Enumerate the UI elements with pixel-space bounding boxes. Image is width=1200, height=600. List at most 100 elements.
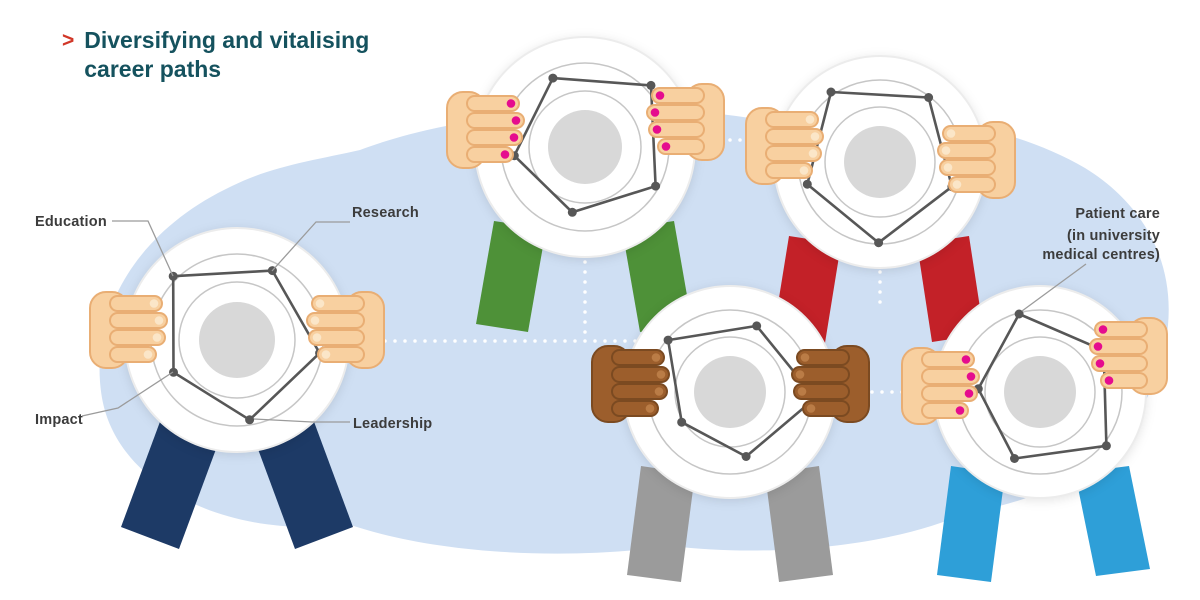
finger: [765, 145, 822, 162]
finger: [657, 138, 705, 155]
radar-vertex: [1010, 454, 1019, 463]
hand: [646, 83, 725, 161]
finger: [466, 95, 520, 112]
hand: [306, 291, 385, 369]
finger: [109, 329, 166, 346]
finger: [109, 346, 157, 363]
finger: [109, 295, 163, 312]
finger: [921, 351, 975, 368]
finger: [1089, 338, 1148, 355]
fingernail: [966, 372, 976, 381]
radar-plate-3: [773, 55, 987, 269]
finger: [796, 349, 850, 366]
sleeve-gray-right: [765, 466, 833, 582]
finger: [802, 400, 850, 417]
radar-polygon: [171, 269, 321, 422]
finger: [765, 162, 813, 179]
finger: [648, 121, 705, 138]
axis-label-patient-care-1: Patient care: [1075, 206, 1160, 222]
finger: [311, 295, 365, 312]
fingernail: [661, 142, 671, 151]
finger: [939, 159, 996, 176]
fingernail: [799, 166, 809, 175]
radar-vertex: [548, 73, 558, 83]
fingernail: [645, 404, 655, 413]
axis-label-impact: Impact: [35, 412, 83, 428]
fingernail: [955, 406, 965, 415]
fingernail: [1098, 325, 1108, 334]
hand: [791, 345, 870, 423]
finger: [921, 368, 980, 385]
plate-ring-inner: [528, 90, 642, 204]
fingernail: [149, 299, 159, 308]
radar-vertex: [924, 93, 934, 102]
sleeve-gray-left: [627, 466, 695, 582]
fingernail: [509, 133, 519, 142]
fingernail: [810, 132, 820, 141]
finger: [793, 383, 850, 400]
title-line-1: Diversifying and vitalising: [84, 27, 370, 53]
fingernail: [656, 370, 666, 379]
radar-vertex: [169, 367, 178, 377]
fingernail: [655, 91, 665, 100]
radar-vertex: [1014, 309, 1024, 319]
finger: [1091, 355, 1148, 372]
leadership-leader-line: [253, 418, 350, 423]
radar-vertex: [677, 417, 687, 427]
fingernail: [152, 333, 162, 342]
sleeve-green-left: [476, 221, 546, 332]
finger: [921, 385, 978, 402]
axis-label-patient-care-3: medical centres): [1042, 247, 1160, 263]
finger: [109, 312, 168, 329]
finger: [646, 104, 705, 121]
axis-label-education: Education: [35, 214, 107, 230]
axis-label-research: Research: [352, 205, 419, 221]
finger: [306, 312, 365, 329]
hands-layer: [89, 83, 1168, 425]
finger: [651, 87, 705, 104]
hand: [89, 291, 168, 369]
fingernail: [321, 350, 331, 359]
finger: [317, 346, 365, 363]
impact-leader-line: [81, 371, 174, 417]
fingernail: [961, 355, 971, 364]
plate-ring-inner: [984, 336, 1096, 448]
finger: [611, 383, 668, 400]
sleeve-navy-right: [255, 419, 353, 549]
hand: [446, 91, 525, 169]
radar-plate-4: [623, 285, 837, 499]
plate-ring-inner: [824, 106, 936, 218]
sleeve-navy-left: [121, 419, 219, 549]
fingernail: [795, 370, 805, 379]
plate-center: [844, 126, 916, 198]
finger: [791, 366, 850, 383]
fingernail: [506, 99, 516, 108]
axis-label-patient-care-2: (in university: [1067, 228, 1160, 244]
finger: [466, 129, 523, 146]
fingernail: [154, 316, 164, 325]
radar-polygon: [666, 324, 817, 458]
finger: [611, 349, 665, 366]
finger: [308, 329, 365, 346]
finger: [765, 128, 824, 145]
radar-vertex: [567, 207, 577, 217]
patient-care-leader-line: [1021, 263, 1087, 312]
radar-vertex: [874, 238, 884, 248]
fingernail: [143, 350, 153, 359]
fingernail: [952, 180, 962, 189]
finger: [921, 402, 969, 419]
fingernail: [511, 116, 521, 125]
radar-vertex: [1101, 441, 1111, 451]
fingernail: [650, 108, 660, 117]
finger: [948, 176, 996, 193]
radar-vertex: [802, 179, 812, 189]
radar-plate-1: [124, 227, 350, 453]
fingernail: [312, 333, 322, 342]
fingernail: [1095, 359, 1105, 368]
radar-vertex: [168, 271, 178, 281]
fingernail: [654, 387, 664, 396]
hand: [937, 121, 1016, 199]
finger: [611, 400, 659, 417]
